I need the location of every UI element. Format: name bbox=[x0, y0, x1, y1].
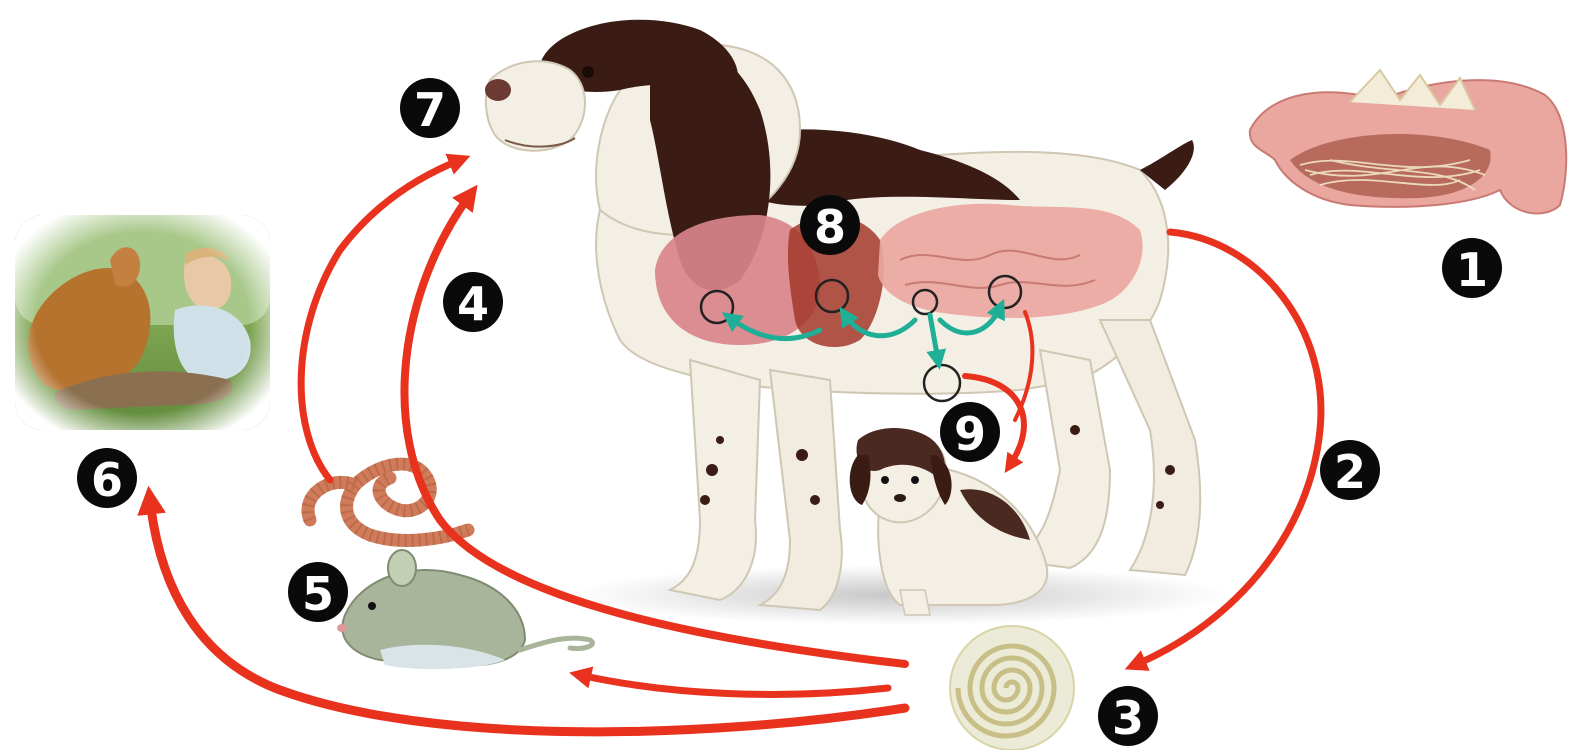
arrow-paratenic-host-ingestion bbox=[301, 160, 460, 480]
intestines bbox=[878, 204, 1143, 318]
badge-label-7: 7 bbox=[414, 83, 446, 137]
coiled-larva bbox=[950, 626, 1074, 750]
badge-1: 1 bbox=[1442, 238, 1502, 298]
badge-3: 3 bbox=[1098, 686, 1158, 746]
intestine-cross-section bbox=[1250, 70, 1566, 213]
badge-label-4: 4 bbox=[457, 277, 489, 331]
badge-label-6: 6 bbox=[91, 453, 123, 507]
badge-4: 4 bbox=[443, 272, 503, 332]
child-with-dog-photo bbox=[15, 215, 270, 430]
badge-2: 2 bbox=[1320, 440, 1380, 500]
badge-5: 5 bbox=[288, 562, 348, 622]
badge-label-5: 5 bbox=[302, 567, 334, 621]
badge-9: 9 bbox=[940, 402, 1000, 462]
badge-8: 8 bbox=[800, 195, 860, 255]
badge-label-2: 2 bbox=[1334, 445, 1366, 499]
badge-6: 6 bbox=[77, 448, 137, 508]
mouse bbox=[337, 550, 592, 669]
arrow-egg-to-mouse bbox=[580, 675, 888, 694]
badge-label-8: 8 bbox=[814, 200, 846, 254]
badge-label-1: 1 bbox=[1456, 243, 1488, 297]
badge-label-3: 3 bbox=[1112, 691, 1144, 745]
badge-7: 7 bbox=[400, 78, 460, 138]
badge-label-9: 9 bbox=[954, 407, 986, 461]
